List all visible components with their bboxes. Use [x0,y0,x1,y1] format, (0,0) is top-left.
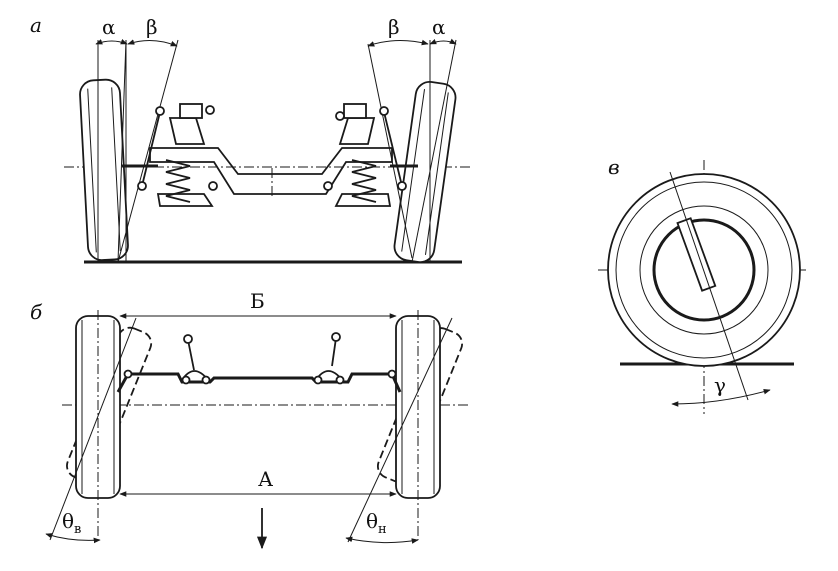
right-arm-joint-2 [335,375,345,385]
kingpin [676,217,717,292]
left-knuckle-joint [123,369,133,379]
right-shock-top [343,103,367,119]
alpha-tilt-left [117,39,127,263]
left-lower-joint [137,181,147,191]
alpha-label-right: α [432,15,446,39]
right-pitman-arm [331,337,337,367]
left-coil-spring [165,159,191,203]
tie-rod-linkage [116,372,402,393]
right-lower-mount [334,193,392,207]
right-wheel-front [393,81,457,263]
left-arm-joint-2 [201,375,211,385]
panel-b-letter: б [30,300,43,324]
label-a: А [258,467,273,491]
right-upper-joint [379,106,389,116]
alpha-arc-left [95,39,128,45]
gamma-label: γ [714,373,726,397]
right-toe-line [347,317,453,543]
right-coil-spring [351,159,377,203]
alpha-label-left: α [102,15,116,39]
left-arm-joint-1 [181,375,191,385]
rim-outer [639,205,769,335]
kingpin-axis-line [669,171,749,401]
beta-kingpin-left [117,39,179,263]
beta-kingpin-right [367,43,413,259]
right-shock-pin [335,111,345,121]
theta-arc-right [345,536,419,544]
left-lower-mount [156,193,214,207]
right-upper-bracket [338,117,376,145]
beta-label-right: β [388,15,400,39]
hub-circle [652,218,756,322]
beta-arc-right [367,39,429,47]
left-arm-joint-top [183,334,193,344]
left-pitman-arm [187,339,195,371]
alpha-tilt-right [411,39,457,263]
panel-v-side-view: в γ [598,155,808,414]
beta-label-left: β [146,15,158,39]
alpha-arc-right [429,38,457,45]
panel-a-letter: а [30,13,42,37]
left-wheel-front [79,78,129,262]
panel-b-top-view: б Б А [30,289,470,550]
tyre-inner [615,181,793,359]
left-shock-top [179,103,203,119]
left-toe-line [49,317,137,541]
label-b: Б [250,289,265,313]
gamma-arc [671,389,771,407]
left-upper-joint [155,106,165,116]
right-beam-joint [323,181,333,191]
panel-v-letter: в [608,155,620,179]
left-upper-arm [141,111,161,187]
theta-left: θв [62,509,81,537]
right-arm-joint-1 [313,375,323,385]
left-shock-pin [205,105,215,115]
left-beam-joint [208,181,218,191]
theta-arc-left [45,533,101,544]
panel-a-front-view: а α β β α [30,13,472,264]
right-arm-joint-top [331,332,341,342]
right-upper-arm [383,111,403,187]
right-knuckle-joint [387,369,397,379]
left-upper-bracket [168,117,206,145]
beta-arc-left [127,39,178,47]
front-beam [149,147,393,195]
right-lower-joint [397,181,407,191]
theta-right: θн [366,509,387,537]
